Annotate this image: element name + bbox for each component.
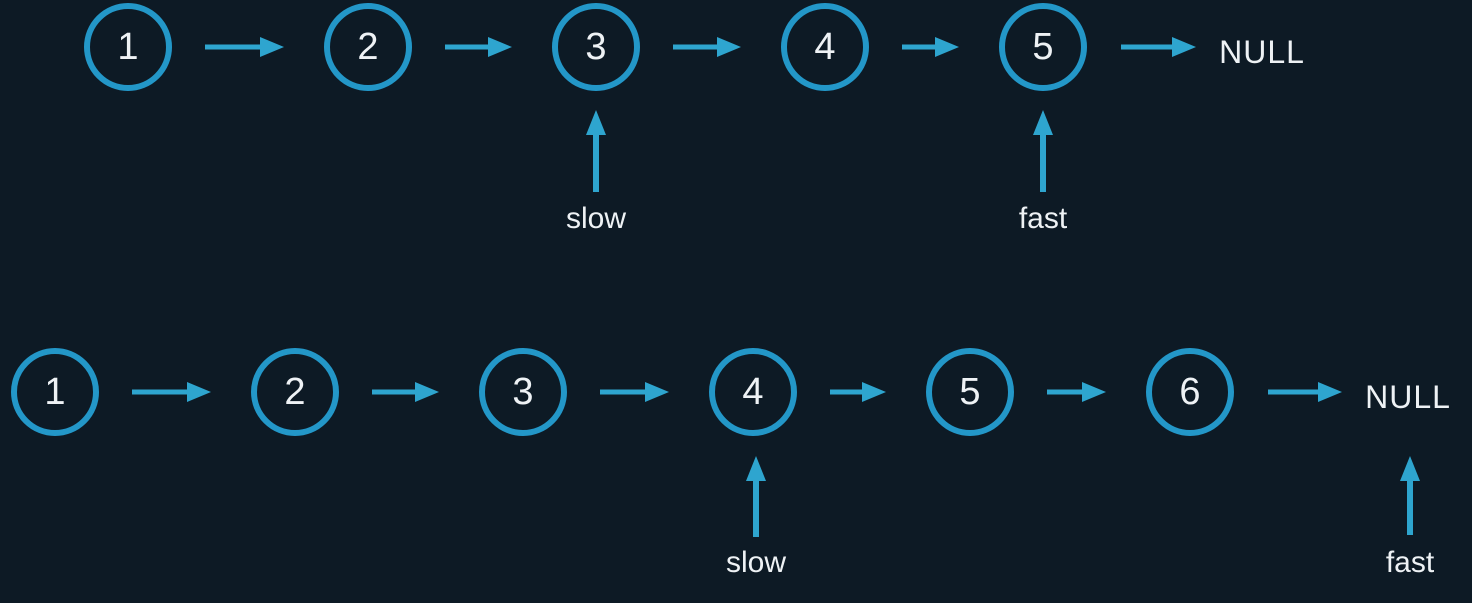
- list-node: 5: [999, 3, 1087, 91]
- list-node: 1: [11, 348, 99, 436]
- next-link-arrow-head: [1082, 382, 1106, 402]
- list-node: 3: [552, 3, 640, 91]
- list-node: 1: [84, 3, 172, 91]
- pointer-label-fast: fast: [1385, 546, 1435, 579]
- next-link-arrow-head: [935, 37, 959, 57]
- node-value: 1: [117, 25, 139, 68]
- pointer-label-fast: fast: [1018, 202, 1068, 235]
- node-value: 5: [959, 370, 981, 413]
- next-link-arrow-head: [862, 382, 886, 402]
- node-value: 2: [357, 25, 379, 68]
- pointer-label-slow: slow: [565, 202, 627, 235]
- list-node: 3: [479, 348, 567, 436]
- next-link-arrow-head: [717, 37, 741, 57]
- node-value: 1: [44, 370, 66, 413]
- node-value: 3: [512, 370, 534, 413]
- list-node: 2: [324, 3, 412, 91]
- null-label: NULL: [1365, 379, 1451, 415]
- pointer-arrow-fast-head: [1033, 110, 1053, 135]
- pointer-arrow-slow-head: [746, 456, 766, 481]
- list-node: 4: [781, 3, 869, 91]
- pointer-arrow-slow-head: [586, 110, 606, 135]
- node-value: 2: [284, 370, 306, 413]
- next-link-arrow-head: [645, 382, 669, 402]
- node-value: 4: [814, 25, 836, 68]
- next-link-arrow-head: [260, 37, 284, 57]
- node-value: 5: [1032, 25, 1054, 68]
- list-node: 2: [251, 348, 339, 436]
- list-node: 5: [926, 348, 1014, 436]
- list-node: 6: [1146, 348, 1234, 436]
- node-value: 3: [585, 25, 607, 68]
- pointer-arrow-fast-head: [1400, 456, 1420, 481]
- next-link-arrow-head: [187, 382, 211, 402]
- null-label: NULL: [1219, 34, 1305, 70]
- null-link-arrow-head: [1318, 382, 1342, 402]
- node-value: 4: [742, 370, 764, 413]
- next-link-arrow-head: [415, 382, 439, 402]
- next-link-arrow-head: [488, 37, 512, 57]
- list-node: 4: [709, 348, 797, 436]
- pointer-label-slow: slow: [725, 546, 787, 579]
- null-link-arrow-head: [1172, 37, 1196, 57]
- node-value: 6: [1179, 370, 1201, 413]
